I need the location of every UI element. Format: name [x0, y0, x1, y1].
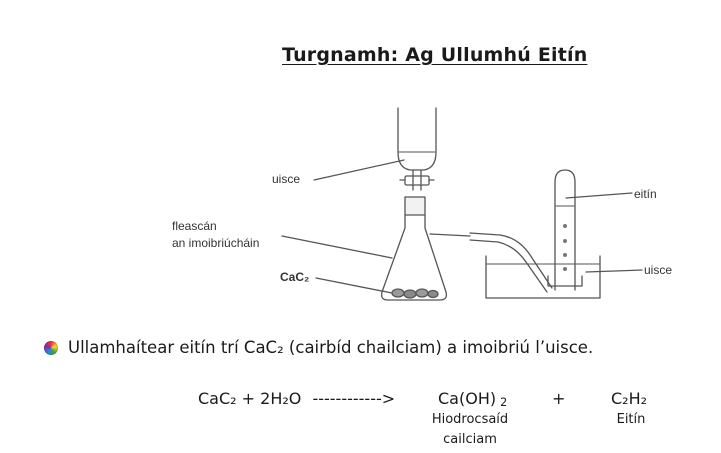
- stopper: [404, 196, 426, 216]
- label-ethyne: eitín: [634, 187, 657, 201]
- dropping-funnel: [397, 107, 437, 171]
- beehive-shelf: [547, 275, 583, 287]
- statement-row: Ullamhaítear eitín trí CaC₂ (cairbíd cha…: [44, 338, 593, 357]
- leader-cac2: [315, 277, 393, 294]
- product1-name-line1: Hiodrocsaíd: [431, 412, 509, 427]
- product2-name: Eitín: [616, 412, 646, 427]
- delivery-tube: [469, 232, 553, 293]
- label-water-funnel: uisce: [272, 172, 300, 186]
- funnel-stem: [412, 169, 422, 191]
- page-title: Turgnamh: Ag Ullumhú Eitín: [282, 44, 588, 66]
- product1-subscript: 2: [500, 396, 508, 409]
- leader-water-trough: [585, 269, 643, 273]
- funnel-tap: [404, 175, 430, 186]
- bullet-icon: [44, 340, 58, 355]
- cac2-lump: [415, 288, 429, 298]
- equation-plus: +: [552, 389, 566, 408]
- side-arm: [429, 233, 471, 237]
- leader-water-funnel: [313, 159, 405, 181]
- conical-flask: [380, 214, 448, 301]
- statement-text: Ullamhaítear eitín trí CaC₂ (cairbíd cha…: [68, 338, 594, 357]
- cac2-lump: [403, 289, 417, 299]
- leader-ethyne: [565, 192, 633, 199]
- reaction-arrow: ------------>: [312, 389, 396, 408]
- product1-name-line2: cailciam: [443, 432, 497, 447]
- bubble: [563, 253, 567, 257]
- apparatus-diagram: uisce fleascán an imoibriúcháin CaC₂ eit…: [172, 107, 672, 301]
- equation-product1: Ca(OH)2: [438, 389, 508, 409]
- label-flask-line1: fleascán: [172, 219, 217, 233]
- leader-flask: [281, 235, 393, 259]
- product1-text: Ca(OH): [438, 389, 497, 408]
- cac2-lump: [427, 289, 439, 299]
- label-flask-line2: an imoibriúcháin: [172, 236, 259, 250]
- reactants-text: CaC₂ + 2H₂O: [198, 389, 302, 408]
- bubble: [563, 267, 567, 271]
- bubble: [563, 239, 567, 243]
- label-cac2: CaC₂: [280, 270, 309, 284]
- cac2-lump: [391, 288, 405, 298]
- water-trough: [485, 255, 601, 299]
- product1-name: Hiodrocsaíd cailciam: [414, 410, 526, 450]
- collection-tube: [554, 169, 576, 291]
- equation-reactants: CaC₂ + 2H₂O ------------>: [198, 389, 395, 408]
- bubble: [563, 224, 567, 228]
- equation-product2: C₂H₂: [611, 389, 648, 408]
- label-water-trough: uisce: [644, 263, 672, 277]
